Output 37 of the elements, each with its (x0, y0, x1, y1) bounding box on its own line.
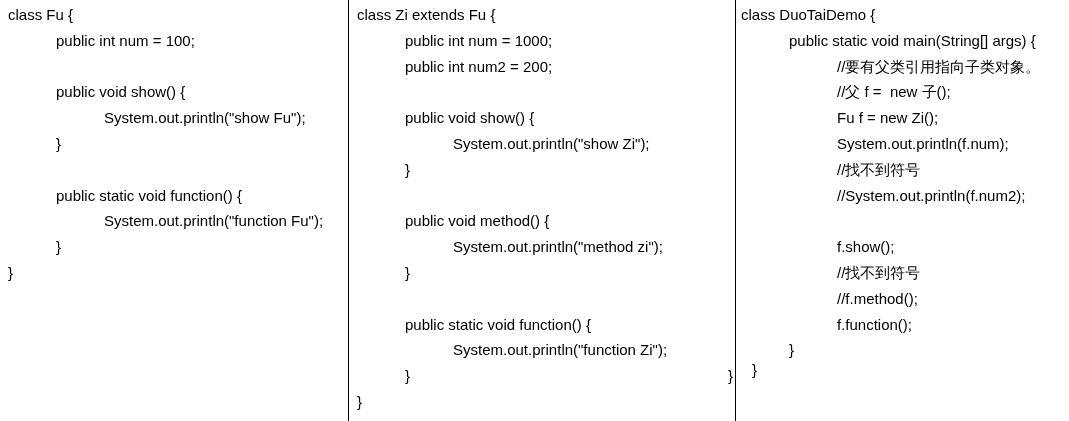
code-line: //System.out.println(f.num2); (837, 186, 1026, 205)
code-line: } (405, 264, 410, 282)
code-line: System.out.println("method zi"); (453, 238, 663, 257)
code-line: System.out.println("function Zi"); (453, 341, 668, 360)
code-line: } (56, 135, 61, 153)
code-line: public int num2 = 200; (405, 57, 553, 76)
code-line: } (728, 367, 733, 386)
code-line: f.show(); (837, 238, 895, 257)
code-line: } (752, 361, 757, 380)
code-line: public static void function() { (405, 315, 591, 334)
code-line: } (405, 160, 410, 179)
code-line: public void show() { (405, 109, 535, 128)
code-line: Fu f = new Zi(); (837, 109, 939, 128)
code-line: public int num = 1000; (405, 31, 553, 50)
code-line: //父 f = new 子(); (837, 83, 951, 102)
code-line: public void method() { (405, 212, 550, 231)
code-line: } (8, 264, 13, 282)
code-line: } (56, 238, 61, 257)
code-line: //找不到符号 (837, 160, 921, 179)
code-line: //要有父类引用指向子类对象。 (837, 57, 1041, 76)
code-line: class DuoTaiDemo { (741, 6, 876, 24)
code-line: } (357, 393, 362, 411)
code-line: System.out.println("show Fu"); (104, 109, 306, 128)
code-line: public static void main(String[] args) { (789, 31, 1036, 50)
code-line: //找不到符号 (837, 264, 921, 282)
code-line: f.function(); (837, 315, 913, 334)
code-line: //f.method(); (837, 289, 918, 308)
code-line: public void show() { (56, 83, 186, 102)
code-line: class Zi extends Fu { (357, 6, 496, 24)
code-line: } (405, 367, 410, 386)
code-line: } (789, 341, 794, 360)
code-line: System.out.println("show Zi"); (453, 135, 650, 153)
code-line: class Fu { (8, 6, 74, 24)
code-line: System.out.println("function Fu"); (104, 212, 324, 231)
code-line: public static void function() { (56, 186, 242, 205)
code-line: public int num = 100; (56, 31, 195, 50)
code-line: System.out.println(f.num); (837, 135, 1009, 153)
